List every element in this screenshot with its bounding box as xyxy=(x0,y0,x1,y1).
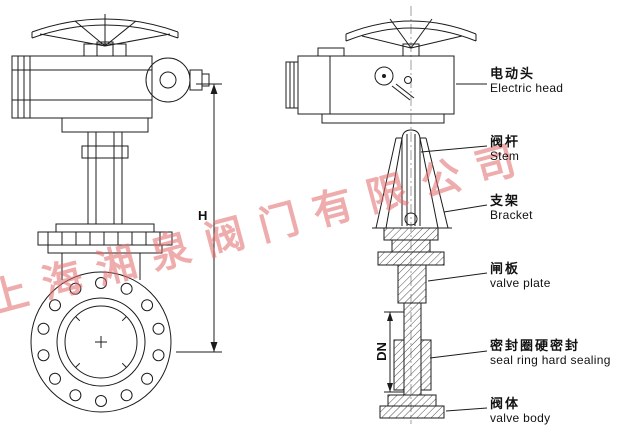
dimension-dn-label: DN xyxy=(373,342,389,361)
label-seal-ring-en: seal ring hard sealing xyxy=(490,353,611,367)
label-stem-zh: 阀杆 xyxy=(490,134,521,149)
label-valve-plate-zh: 闸板 xyxy=(490,261,521,276)
front-view-drawing xyxy=(11,14,222,413)
valve-plate-side xyxy=(393,264,432,396)
actuator-front xyxy=(11,43,210,119)
label-seal-ring: 密封圈硬密封 seal ring hard sealing xyxy=(490,338,611,367)
stem-side xyxy=(401,129,421,226)
label-bracket: 支架 Bracket xyxy=(490,193,533,222)
h-dimension xyxy=(176,83,222,353)
label-bracket-zh: 支架 xyxy=(490,193,521,208)
label-valve-plate-en: valve plate xyxy=(490,276,551,290)
leader-lines xyxy=(420,83,488,412)
dn-dimension xyxy=(384,311,404,393)
label-electric-head-zh: 电动头 xyxy=(490,66,536,81)
dimension-h-label: H xyxy=(198,208,208,223)
label-electric-head-en: Electric head xyxy=(490,81,564,95)
packing-gland-side xyxy=(377,227,445,266)
bracket-side xyxy=(372,137,452,229)
label-electric-head: 电动头 Electric head xyxy=(490,66,563,95)
valve-body-side xyxy=(379,394,445,419)
label-valve-body-en: valve body xyxy=(490,411,551,425)
label-valve-body: 阀体 valve body xyxy=(490,396,550,425)
valve-body-front xyxy=(30,271,172,413)
label-valve-body-zh: 阀体 xyxy=(490,396,521,411)
label-stem: 阀杆 Stem xyxy=(490,134,520,163)
handwheel-side-icon xyxy=(345,18,477,57)
label-bracket-en: Bracket xyxy=(490,208,533,222)
label-stem-en: Stem xyxy=(490,149,520,163)
yoke-front xyxy=(61,117,149,225)
bonnet-flange-front xyxy=(37,223,173,280)
side-view-drawing xyxy=(285,6,477,424)
handwheel-front-icon xyxy=(31,14,179,57)
actuator-side xyxy=(285,47,455,124)
label-seal-ring-zh: 密封圈硬密封 xyxy=(490,338,581,353)
label-valve-plate: 闸板 valve plate xyxy=(490,261,551,290)
